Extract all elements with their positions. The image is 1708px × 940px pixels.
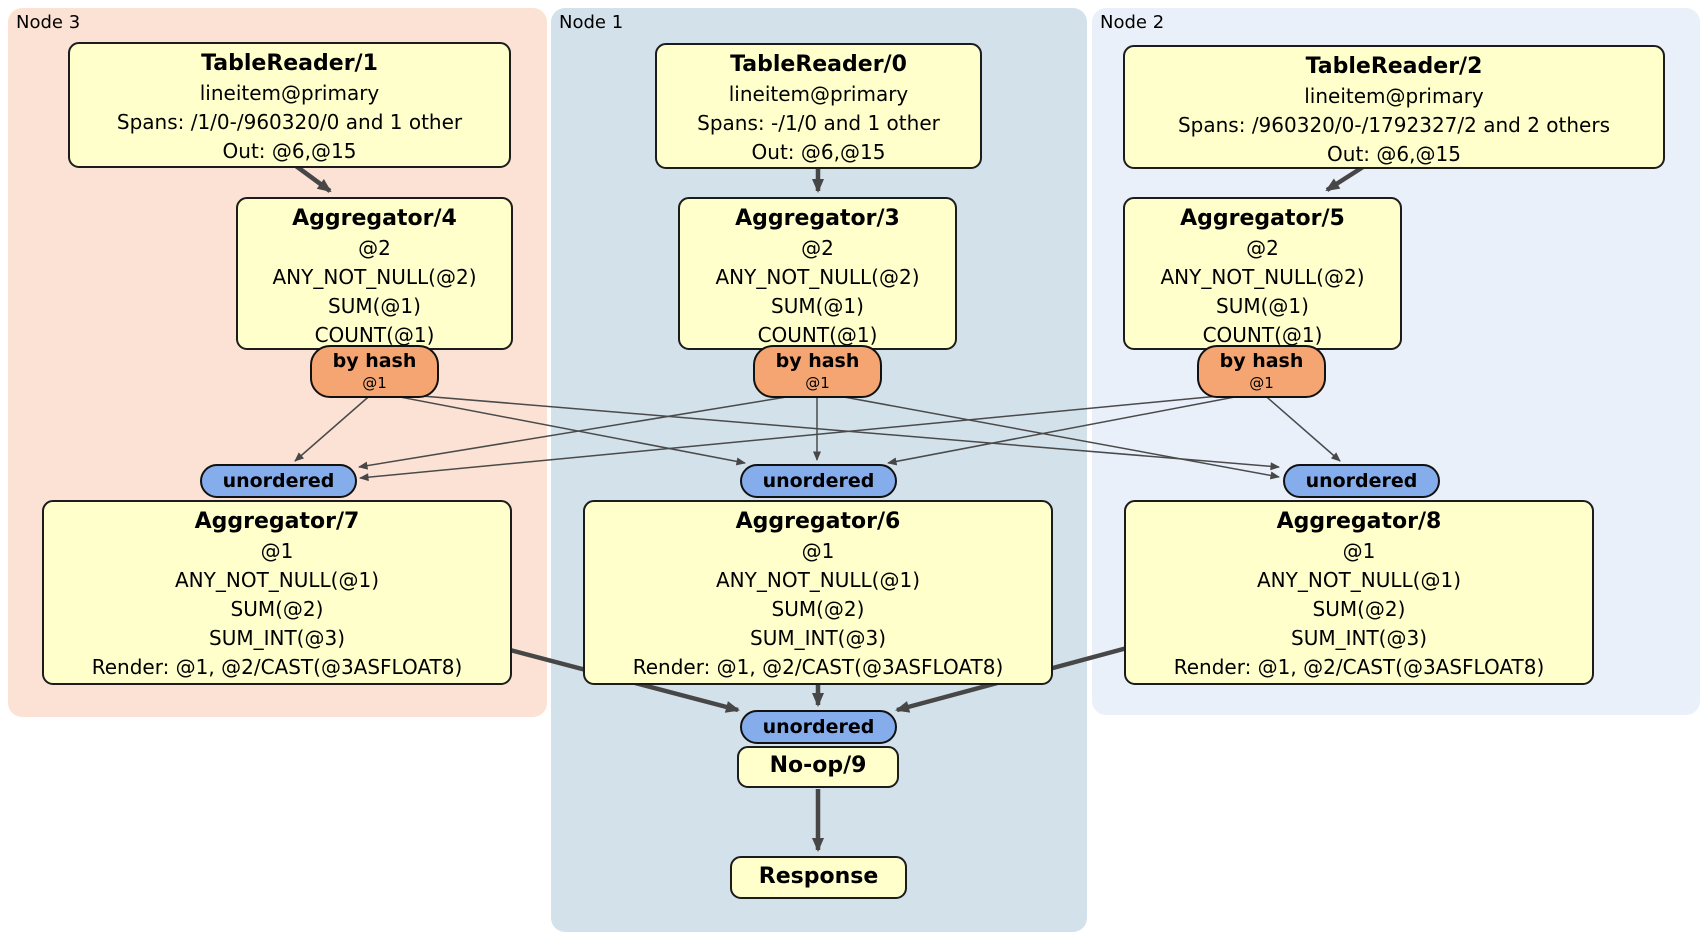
unordered-sync-8: unordered xyxy=(1283,464,1440,498)
aggregator-6-box: Aggregator/6 @1 ANY_NOT_NULL(@1) SUM(@2)… xyxy=(583,500,1053,685)
processor-detail: @1 xyxy=(260,539,294,563)
processor-detail: @1 xyxy=(801,539,835,563)
processor-detail: lineitem@primary xyxy=(728,82,909,106)
processor-title: Aggregator/8 xyxy=(1276,509,1442,534)
tablereader-2-box: TableReader/2 lineitem@primary Spans: /9… xyxy=(1123,45,1665,169)
processor-detail: Out: @6,@15 xyxy=(222,139,357,163)
processor-detail: Out: @6,@15 xyxy=(1327,142,1461,166)
unordered-sync-7: unordered xyxy=(200,464,357,498)
processor-detail: ANY_NOT_NULL(@1) xyxy=(1257,568,1461,592)
processor-detail: @2 xyxy=(1246,236,1279,260)
unordered-sync-6: unordered xyxy=(740,464,897,498)
processor-title: Aggregator/7 xyxy=(194,509,360,534)
router-columns: @1 xyxy=(362,374,387,392)
processor-detail: SUM(@1) xyxy=(771,294,864,318)
processor-detail: SUM_INT(@3) xyxy=(750,626,886,650)
processor-detail: lineitem@primary xyxy=(199,81,380,105)
noop-9-box: No-op/9 xyxy=(737,746,899,788)
processor-detail: SUM_INT(@3) xyxy=(209,626,345,650)
processor-detail: ANY_NOT_NULL(@2) xyxy=(1160,265,1365,289)
processor-detail: ANY_NOT_NULL(@2) xyxy=(715,265,920,289)
processor-detail: Spans: /960320/0-/1792327/2 and 2 others xyxy=(1177,113,1610,137)
processor-detail: Spans: -/1/0 and 1 other xyxy=(697,111,940,135)
router-label: by hash xyxy=(775,350,860,372)
processor-title: Response xyxy=(758,864,879,889)
aggregator-3-box: Aggregator/3 @2 ANY_NOT_NULL(@2) SUM(@1)… xyxy=(678,197,957,350)
router-label: by hash xyxy=(332,350,417,372)
processor-detail: SUM(@2) xyxy=(771,597,865,621)
aggregator-8-box: Aggregator/8 @1 ANY_NOT_NULL(@1) SUM(@2)… xyxy=(1124,500,1594,685)
processor-detail: SUM(@1) xyxy=(328,294,421,318)
aggregator-7-box: Aggregator/7 @1 ANY_NOT_NULL(@1) SUM(@2)… xyxy=(42,500,512,685)
node3-label: Node 3 xyxy=(16,12,81,33)
processor-detail: SUM(@2) xyxy=(1312,597,1406,621)
processor-title: No-op/9 xyxy=(769,753,867,778)
tablereader-1-box: TableReader/1 lineitem@primary Spans: /1… xyxy=(68,42,511,168)
tablereader-0-box: TableReader/0 lineitem@primary Spans: -/… xyxy=(655,43,982,169)
router-columns: @1 xyxy=(805,374,830,392)
router-columns: @1 xyxy=(1249,374,1274,392)
processor-title: Aggregator/6 xyxy=(735,509,901,534)
processor-title: Aggregator/3 xyxy=(735,206,900,231)
processor-detail: @2 xyxy=(358,236,391,260)
processor-detail: Render: @1, @2/CAST(@3ASFLOAT8) xyxy=(1173,655,1545,679)
processor-detail: Out: @6,@15 xyxy=(751,140,886,164)
processor-title: Aggregator/4 xyxy=(292,206,457,231)
processor-detail: COUNT(@1) xyxy=(314,323,435,347)
unordered-sync-9: unordered xyxy=(740,710,897,744)
processor-title: TableReader/2 xyxy=(1305,54,1483,79)
processor-detail: ANY_NOT_NULL(@2) xyxy=(272,265,477,289)
router-label: by hash xyxy=(1219,350,1304,372)
processor-detail: COUNT(@1) xyxy=(757,323,878,347)
by-hash-router-3: by hash @1 xyxy=(753,345,882,398)
processor-detail: Spans: /1/0-/960320/0 and 1 other xyxy=(116,110,463,134)
by-hash-router-5: by hash @1 xyxy=(1197,345,1326,398)
response-box: Response xyxy=(730,856,907,899)
processor-detail: @2 xyxy=(801,236,834,260)
processor-detail: lineitem@primary xyxy=(1304,84,1484,108)
processor-detail: Render: @1, @2/CAST(@3ASFLOAT8) xyxy=(632,655,1004,679)
by-hash-router-4: by hash @1 xyxy=(310,345,439,398)
processor-detail: COUNT(@1) xyxy=(1202,323,1323,347)
processor-detail: @1 xyxy=(1342,539,1376,563)
processor-title: TableReader/0 xyxy=(730,52,907,77)
processor-detail: ANY_NOT_NULL(@1) xyxy=(716,568,920,592)
processor-detail: Render: @1, @2/CAST(@3ASFLOAT8) xyxy=(91,655,463,679)
node1-label: Node 1 xyxy=(559,12,624,33)
processor-detail: SUM(@1) xyxy=(1216,294,1309,318)
aggregator-5-box: Aggregator/5 @2 ANY_NOT_NULL(@2) SUM(@1)… xyxy=(1123,197,1402,350)
processor-detail: SUM(@2) xyxy=(230,597,324,621)
processor-detail: ANY_NOT_NULL(@1) xyxy=(175,568,379,592)
processor-detail: SUM_INT(@3) xyxy=(1291,626,1427,650)
processor-title: Aggregator/5 xyxy=(1180,206,1345,231)
aggregator-4-box: Aggregator/4 @2 ANY_NOT_NULL(@2) SUM(@1)… xyxy=(236,197,513,350)
processor-title: TableReader/1 xyxy=(201,51,378,76)
node2-label: Node 2 xyxy=(1100,12,1165,33)
